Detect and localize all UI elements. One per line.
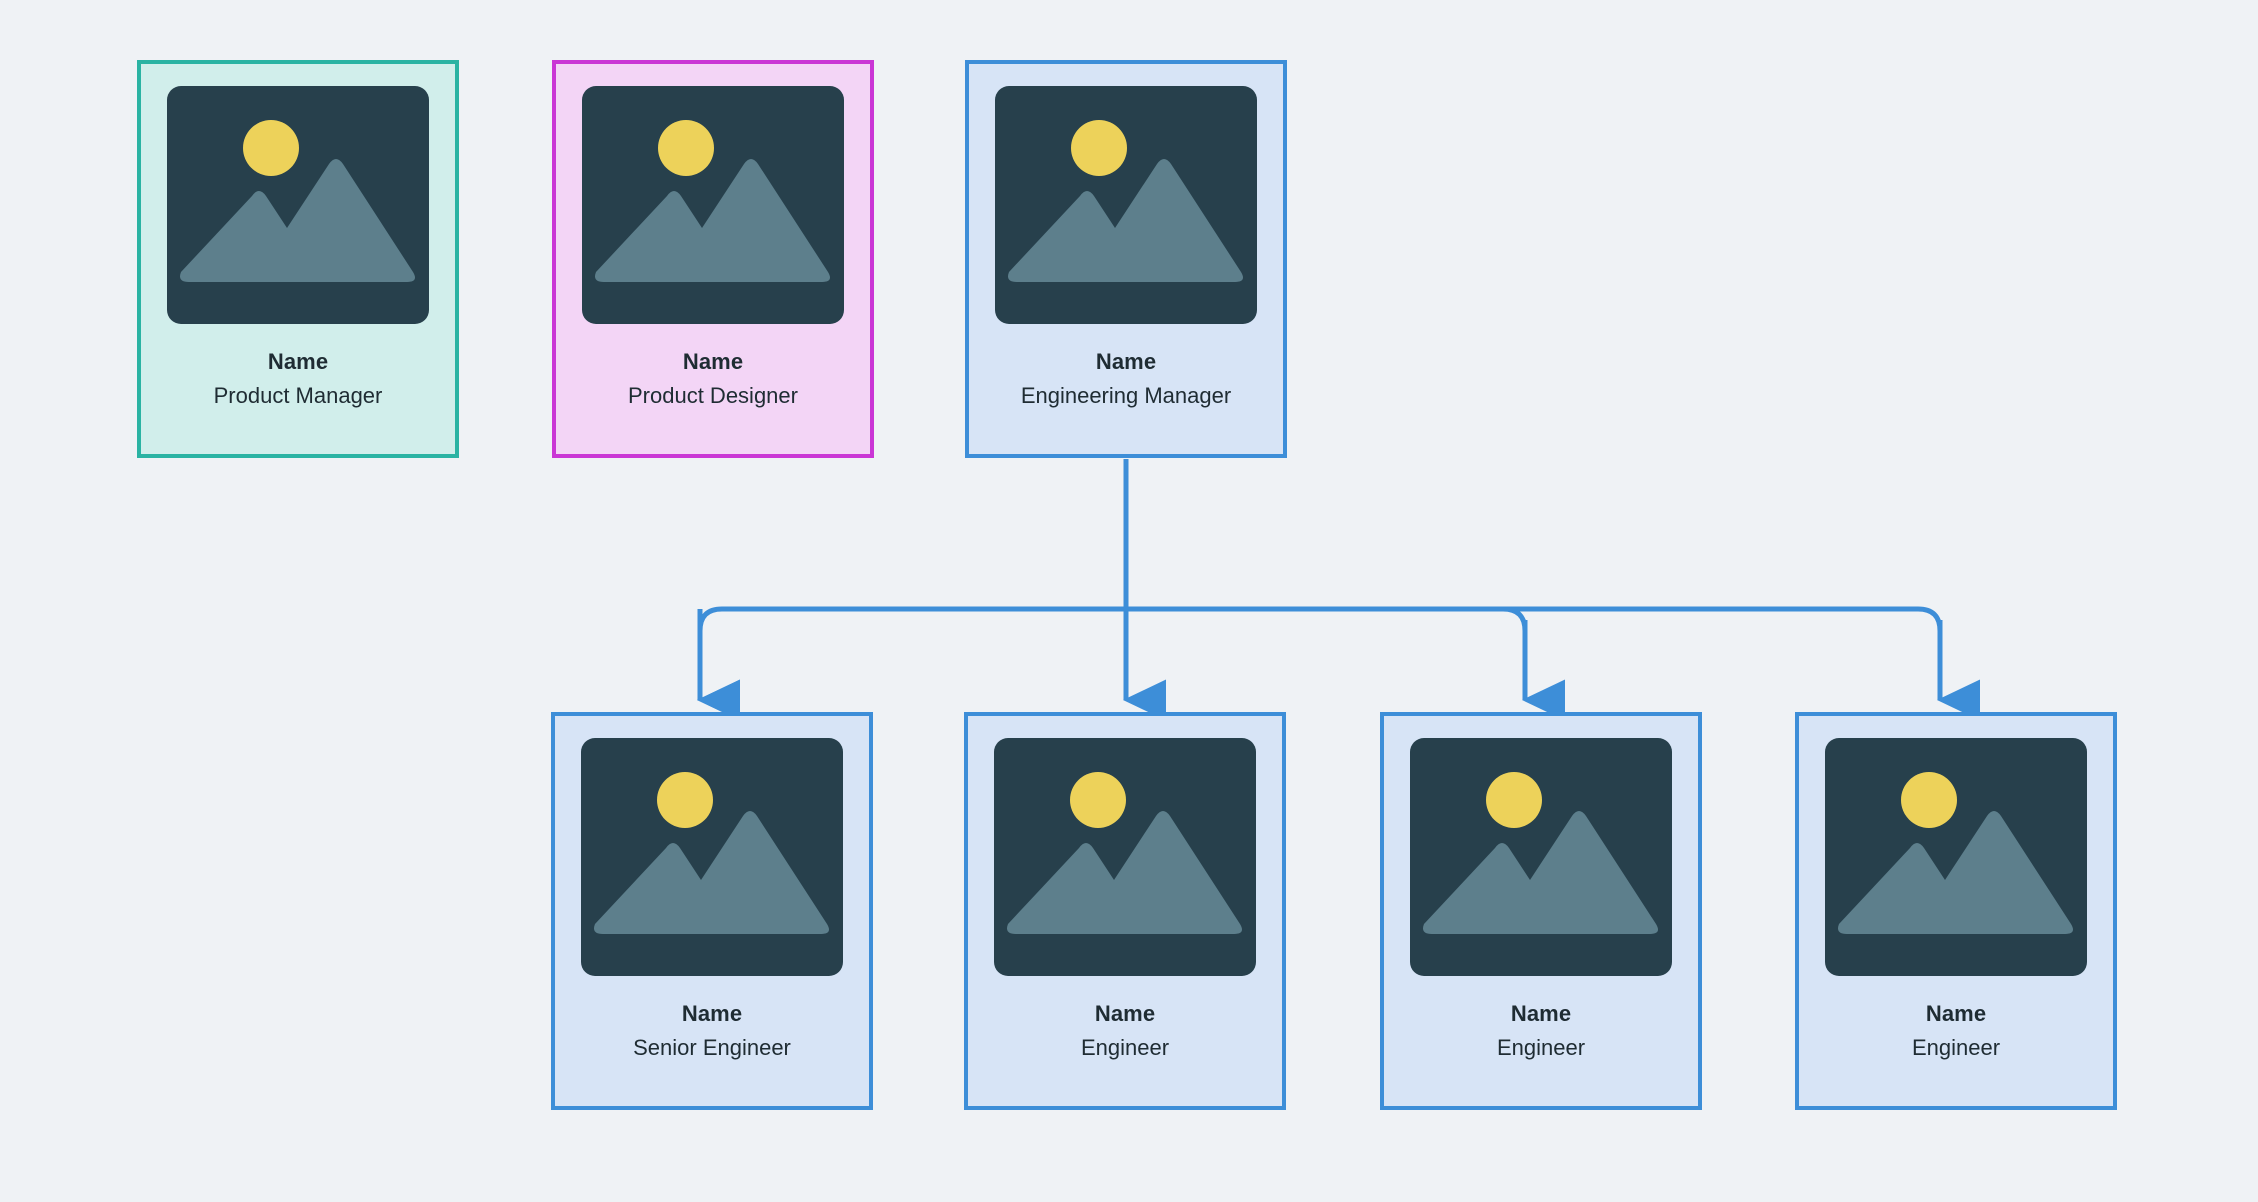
card-name: Name xyxy=(1095,349,1157,374)
card-engineer-1[interactable]: Name Engineer xyxy=(964,712,1286,1110)
card-name: Name xyxy=(1925,1001,1987,1026)
card-product-manager[interactable]: Name Product Manager xyxy=(137,60,459,458)
image-placeholder-icon xyxy=(167,86,429,324)
card-role: Product Designer xyxy=(628,382,798,408)
card-meta: Name Engineer xyxy=(968,1001,1282,1060)
mountain-shape xyxy=(1423,811,1658,934)
mountain-shape xyxy=(1838,811,2073,934)
card-name: Name xyxy=(681,1001,743,1026)
sun-shape xyxy=(658,120,714,176)
card-name: Name xyxy=(682,349,744,374)
card-role: Product Manager xyxy=(213,382,383,408)
card-senior-engineer[interactable]: Name Senior Engineer xyxy=(551,712,873,1110)
image-placeholder-icon xyxy=(995,86,1257,324)
sun-shape xyxy=(1070,772,1126,828)
card-meta: Name Engineering Manager xyxy=(969,349,1283,408)
card-name: Name xyxy=(1094,1001,1156,1026)
card-name: Name xyxy=(1510,1001,1572,1026)
card-meta: Name Engineer xyxy=(1384,1001,1698,1060)
image-placeholder-icon xyxy=(1410,738,1672,976)
card-role: Engineer xyxy=(1080,1034,1170,1060)
card-role: Engineering Manager xyxy=(1020,382,1232,408)
sun-shape xyxy=(1071,120,1127,176)
card-name: Name xyxy=(267,349,329,374)
mountain-shape xyxy=(1008,159,1243,282)
sun-shape xyxy=(243,120,299,176)
image-placeholder-icon xyxy=(581,738,843,976)
card-product-designer[interactable]: Name Product Designer xyxy=(552,60,874,458)
image-placeholder-icon xyxy=(582,86,844,324)
card-meta: Name Engineer xyxy=(1799,1001,2113,1060)
card-engineer-3[interactable]: Name Engineer xyxy=(1795,712,2117,1110)
connector-branch-right-bus xyxy=(1122,606,1943,700)
mountain-shape xyxy=(180,159,415,282)
connector-branch-left-bus xyxy=(697,606,1530,700)
card-engineering-manager[interactable]: Name Engineering Manager xyxy=(965,60,1287,458)
image-placeholder-icon xyxy=(1825,738,2087,976)
sun-shape xyxy=(1486,772,1542,828)
card-engineer-2[interactable]: Name Engineer xyxy=(1380,712,1702,1110)
card-role: Senior Engineer xyxy=(633,1034,791,1060)
card-role: Engineer xyxy=(1496,1034,1586,1060)
mountain-shape xyxy=(1007,811,1242,934)
mountain-shape xyxy=(595,159,830,282)
sun-shape xyxy=(1901,772,1957,828)
connector-branch-3-elbow xyxy=(1502,606,1528,632)
sun-shape xyxy=(657,772,713,828)
card-role: Engineer xyxy=(1911,1034,2001,1060)
card-meta: Name Senior Engineer xyxy=(555,1001,869,1060)
mountain-shape xyxy=(594,811,829,934)
card-meta: Name Product Manager xyxy=(141,349,455,408)
image-placeholder-icon xyxy=(994,738,1256,976)
card-meta: Name Product Designer xyxy=(556,349,870,408)
